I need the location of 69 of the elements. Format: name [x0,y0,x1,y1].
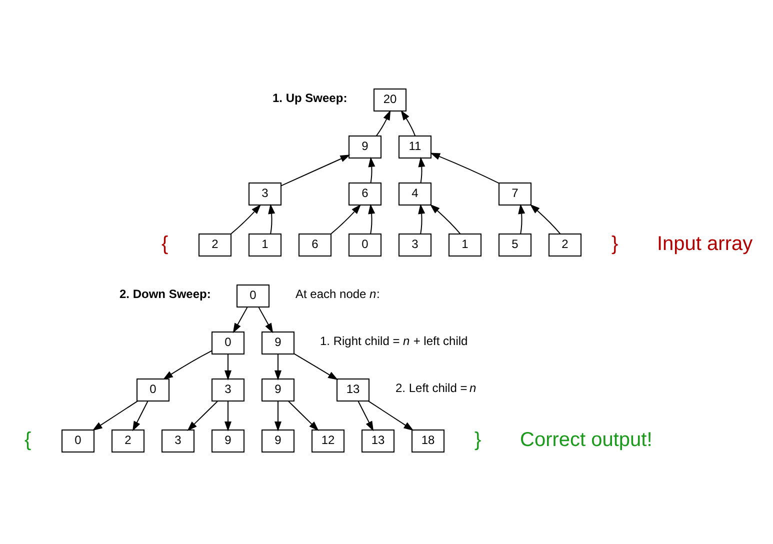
arrow [224,400,232,431]
arrow [330,204,362,234]
node-box: 12 [312,429,344,452]
arrow [418,156,426,183]
label: 1. Right child = n + left child [320,334,468,348]
arrow [230,204,262,234]
arrow [274,353,282,380]
node-box: 3 [398,233,432,256]
node-box: 2 [112,429,144,452]
arrow [162,350,212,380]
node-box: 2 [198,233,232,256]
arrow [368,156,376,183]
label: { [162,232,168,254]
node-box: 11 [398,135,432,158]
node-box: 0 [236,284,270,307]
node-box: 5 [498,233,532,256]
node-box: 1 [248,233,282,256]
arrow [376,110,391,136]
node-box: 13 [336,378,370,401]
label: } [612,232,618,254]
node-box: 1 [448,233,482,256]
node-box: 0 [136,378,170,401]
node-box: 9 [348,135,382,158]
node-box: 9 [262,429,294,452]
arrow [232,306,248,333]
arrow [187,400,218,431]
arrow [358,400,374,431]
node-box: 0 [62,429,94,452]
label: 1. Up Sweep: [272,90,348,105]
arrow [280,154,350,186]
arrow [294,352,338,380]
node-box: 2 [548,233,582,256]
node-box: 9 [262,331,294,354]
label: Correct output! [520,428,652,450]
arrow [268,203,276,234]
arrow [430,204,461,234]
label: { [24,428,32,450]
arrow [132,400,148,431]
label: At each node n: [296,286,380,301]
arrow [368,400,414,430]
arrow [530,204,561,234]
label: } [474,428,482,450]
arrow [258,306,274,333]
node-box: 0 [348,233,382,256]
arrow [418,203,426,234]
arrow [274,400,282,431]
node-box: 4 [398,182,432,205]
node-box: 6 [298,233,332,256]
arrow [224,353,232,380]
arrow [368,203,376,234]
arrow [288,400,319,431]
node-box: 0 [212,331,244,354]
node-box: 3 [162,429,194,452]
node-box: 9 [212,429,244,452]
arrow [518,203,526,234]
node-box: 3 [212,378,244,401]
arrow [430,152,500,184]
node-box: 20 [374,88,406,111]
node-box: 3 [248,182,282,205]
label: 2. Left child = n [396,380,476,395]
node-box: 6 [348,182,382,205]
label: Input array [657,232,753,254]
node-box: 9 [262,378,294,401]
arrow [92,400,138,430]
label: 2. Down Sweep: [120,286,211,301]
node-box: 7 [498,182,532,205]
arrow [400,110,416,136]
node-box: 18 [412,429,444,452]
node-box: 13 [362,429,394,452]
